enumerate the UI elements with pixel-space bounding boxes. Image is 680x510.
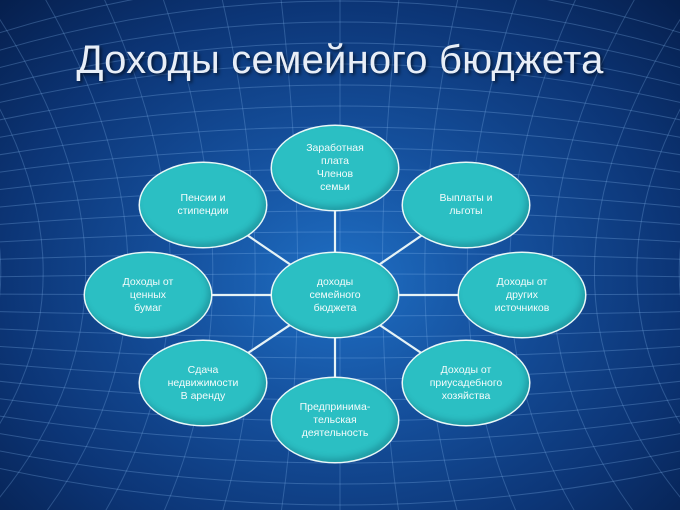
node-payments: Выплаты и льготы — [403, 163, 529, 247]
grid-latitude — [0, 450, 680, 485]
node-rent: Сдача недвижимости В аренду — [140, 341, 266, 425]
grid-latitude — [0, 21, 680, 69]
grid-longitude — [593, 18, 680, 498]
node-securities-label: Доходы от ценных бумаг — [122, 275, 174, 314]
grid-longitude — [0, 248, 2, 297]
grid-latitude — [0, 84, 680, 121]
grid-longitude — [424, 0, 459, 510]
grid-latitude — [0, 231, 680, 243]
node-payments-label: Выплаты и льготы — [439, 192, 493, 217]
node-wages: Заработная плата Членов семьи — [272, 126, 398, 210]
node-business: Предпринима- тельская деятельность — [272, 378, 398, 462]
grid-latitude — [0, 63, 680, 103]
grid-latitude — [0, 42, 680, 86]
node-household-label: Доходы от приусадебного хозяйства — [429, 363, 503, 402]
grid-latitude — [0, 0, 680, 34]
grid-longitude — [678, 248, 680, 297]
node-center: доходы семейного бюджета — [272, 253, 398, 337]
node-other-sources-label: Доходы от других источников — [494, 275, 550, 314]
node-business-label: Предпринима- тельская деятельность — [299, 400, 371, 439]
node-pensions-label: Пенсии и стипендии — [177, 192, 229, 217]
node-household: Доходы от приусадебного хозяйства — [403, 341, 529, 425]
node-rent-label: Сдача недвижимости В аренду — [167, 363, 239, 402]
node-pensions: Пенсии и стипендии — [140, 163, 266, 247]
grid-longitude — [221, 0, 256, 510]
grid-latitude — [0, 433, 680, 464]
grid-longitude — [0, 18, 87, 498]
node-other-sources: Доходы от других источников — [459, 253, 585, 337]
grid-latitude — [0, 328, 680, 338]
grid-longitude — [636, 108, 680, 424]
node-wages-label: Заработная плата Членов семьи — [306, 142, 364, 193]
page-title: Доходы семейного бюджета — [76, 38, 604, 82]
grid-latitude — [0, 345, 680, 359]
grid-latitude — [0, 467, 680, 506]
node-securities: Доходы от ценных бумаг — [85, 253, 211, 337]
node-center-label: доходы семейного бюджета — [309, 275, 361, 314]
grid-latitude — [0, 210, 680, 225]
grid-longitude — [162, 0, 214, 510]
grid-longitude — [0, 108, 44, 424]
grid-latitude — [0, 105, 680, 138]
grid-latitude — [0, 0, 680, 51]
